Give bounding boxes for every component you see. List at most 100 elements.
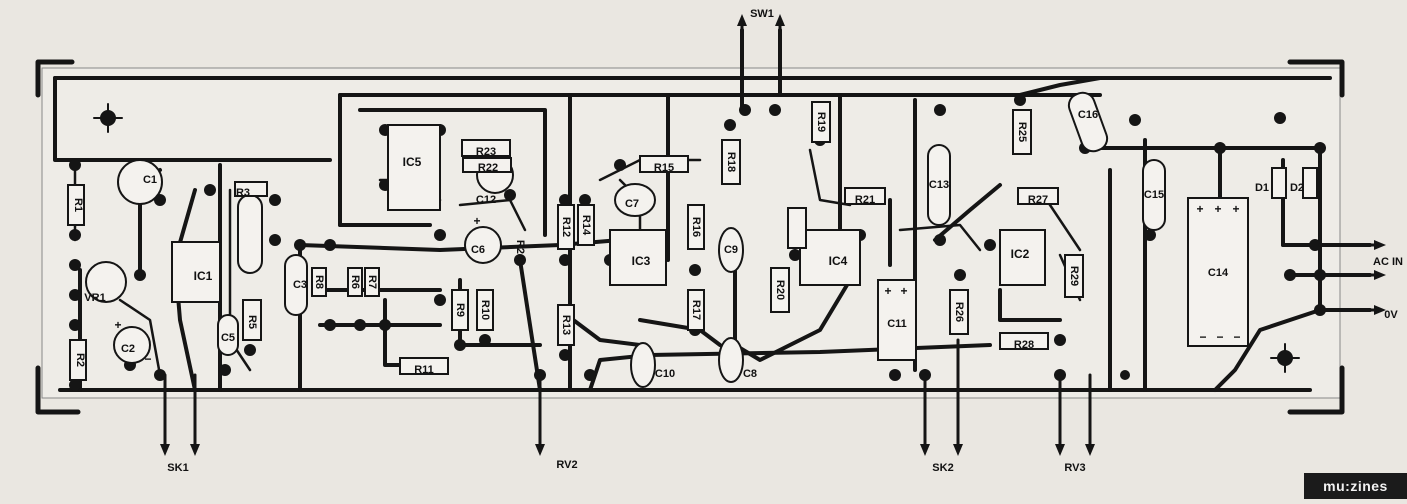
polarity-plus-mark: + bbox=[1196, 202, 1203, 216]
resistor-r24 bbox=[462, 157, 512, 173]
d2-body bbox=[1302, 167, 1318, 199]
connector-label-rv3: RV3 bbox=[1064, 462, 1085, 474]
connector-label-rv2: RV2 bbox=[556, 459, 577, 471]
polarity-plus-mark: + bbox=[1214, 202, 1221, 216]
connector-label-sw1: SW1 bbox=[750, 8, 774, 20]
resistor-r6 bbox=[347, 267, 363, 297]
label-c11: C11 bbox=[887, 318, 907, 330]
label-r6: R6 bbox=[349, 275, 361, 289]
connector-label-sk2: SK2 bbox=[932, 462, 953, 474]
c13-body bbox=[927, 144, 951, 226]
c11-body bbox=[877, 279, 917, 361]
polarity-minus-mark: − bbox=[1199, 330, 1206, 344]
c9-body bbox=[718, 227, 744, 273]
label-r3: R3 bbox=[236, 187, 250, 199]
resistor-r19 bbox=[811, 101, 831, 143]
polarity-minus-mark: − bbox=[1216, 330, 1223, 344]
label-c16: C16 bbox=[1078, 109, 1098, 121]
label-r7: R7 bbox=[366, 275, 378, 289]
label-ic3: IC3 bbox=[632, 254, 651, 268]
resistor-r5 bbox=[242, 299, 262, 341]
muzines-watermark: mu:zines bbox=[1304, 473, 1407, 499]
label-c3: C3 bbox=[293, 279, 307, 291]
polarity-plus-mark: + bbox=[884, 284, 891, 298]
resistor-r17 bbox=[687, 289, 705, 331]
resistor-r10 bbox=[476, 289, 494, 331]
label-r27: R27 bbox=[1028, 194, 1048, 206]
resistor-r1 bbox=[67, 184, 85, 226]
c16-body bbox=[1067, 91, 1109, 153]
c7-body bbox=[614, 183, 656, 217]
label-r25: R25 bbox=[1016, 122, 1028, 142]
c8-body bbox=[718, 337, 744, 383]
label-c5: C5 bbox=[221, 332, 235, 344]
label-r14: R14 bbox=[580, 215, 592, 236]
mounting-hole-icon bbox=[93, 103, 1300, 373]
resistor-r21 bbox=[844, 187, 886, 205]
label-r13: R13 bbox=[560, 315, 572, 335]
label-r23: R23 bbox=[476, 146, 496, 158]
connector-label-ac-in: AC IN bbox=[1373, 256, 1403, 268]
c5-body bbox=[217, 314, 239, 356]
polarity-plus-mark: + bbox=[1232, 202, 1239, 216]
label-c7: C7 bbox=[625, 198, 639, 210]
connector-label-sk1: SK1 bbox=[167, 462, 188, 474]
resistor-bodies bbox=[67, 101, 1084, 381]
c14-body bbox=[1187, 197, 1249, 347]
label-r21: R21 bbox=[855, 194, 875, 206]
resistor-r13 bbox=[557, 304, 575, 346]
resistor-r2 bbox=[69, 339, 87, 381]
label-ic2: IC2 bbox=[1011, 247, 1030, 261]
label-r12: R12 bbox=[560, 217, 572, 237]
vr1-body bbox=[85, 261, 127, 303]
polarity-minus-mark: − bbox=[144, 352, 151, 366]
resistor-r23 bbox=[461, 139, 511, 157]
label-r10: R10 bbox=[479, 300, 491, 320]
resistor-r28 bbox=[999, 332, 1049, 350]
label-r8: R8 bbox=[313, 275, 325, 289]
label-r18: R18 bbox=[725, 152, 737, 172]
resistor-r15 bbox=[639, 155, 689, 173]
label-ic5: IC5 bbox=[403, 155, 422, 169]
label-vr1: VR1 bbox=[84, 292, 105, 304]
resistor-r14 bbox=[577, 204, 595, 246]
d1-body bbox=[1271, 167, 1287, 199]
c6-body bbox=[464, 226, 502, 264]
label-c9: C9 bbox=[724, 244, 738, 256]
label-ic1: IC1 bbox=[194, 269, 213, 283]
label-r29: R29 bbox=[1068, 266, 1080, 286]
connector-label-0v: 0V bbox=[1384, 309, 1398, 321]
polarity-plus-mark: + bbox=[900, 284, 907, 298]
resistor-r11 bbox=[399, 357, 449, 375]
ic5-body bbox=[387, 124, 441, 211]
label-r9: R9 bbox=[454, 303, 466, 317]
resistor-r3 bbox=[234, 181, 268, 197]
label-ic4: IC4 bbox=[829, 254, 848, 268]
ic1-body bbox=[171, 241, 221, 303]
label-r17: R17 bbox=[690, 300, 702, 320]
label-c2: C2 bbox=[121, 343, 135, 355]
resistor-r26 bbox=[949, 289, 969, 335]
resistor-r18 bbox=[721, 139, 741, 185]
polarity-plus-mark: + bbox=[473, 214, 480, 228]
c1-body bbox=[117, 159, 163, 205]
label-c1: C1 bbox=[143, 174, 157, 186]
label-r11: R11 bbox=[414, 364, 434, 376]
label-c10: C10 bbox=[655, 368, 675, 380]
label-c14: C14 bbox=[1208, 267, 1229, 279]
label-c13: C13 bbox=[929, 179, 949, 191]
resistor-r12 bbox=[557, 204, 575, 250]
label-c15: C15 bbox=[1144, 189, 1164, 201]
label-r26: R26 bbox=[953, 302, 965, 322]
resistor-r20 bbox=[770, 267, 790, 313]
r4-body bbox=[237, 194, 263, 274]
resistor-r27 bbox=[1017, 187, 1059, 205]
connection-arrows bbox=[160, 14, 1386, 456]
resistor-r25 bbox=[1012, 109, 1032, 155]
label-r16: R16 bbox=[690, 217, 702, 237]
label-r5: R5 bbox=[246, 315, 258, 329]
label-c12: C12 bbox=[476, 194, 496, 206]
label-r15: R15 bbox=[654, 162, 674, 174]
